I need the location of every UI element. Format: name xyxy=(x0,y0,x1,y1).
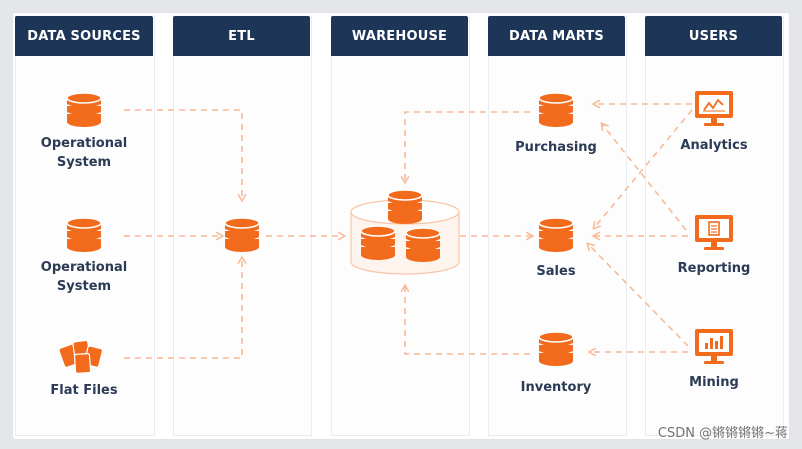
database-icon xyxy=(224,217,260,253)
database-icon xyxy=(538,217,574,253)
label-sales: Sales xyxy=(536,264,576,279)
files-icon xyxy=(59,339,104,374)
label-purchasing: Purchasing xyxy=(515,140,597,155)
label-analytics: Analytics xyxy=(680,138,748,153)
arrow-reporting-to-purchasing xyxy=(600,122,687,231)
database-icon xyxy=(66,92,102,128)
header-data-marts: DATA MARTS xyxy=(488,16,625,56)
monitor-bar-chart-icon xyxy=(695,329,733,364)
header-etl: ETL xyxy=(173,16,310,56)
header-data-sources: DATA SOURCES xyxy=(15,16,153,56)
database-icon xyxy=(538,92,574,128)
label-inventory: Inventory xyxy=(520,380,592,395)
arrow-mining-to-sales xyxy=(586,242,689,347)
arrow-flatfiles-to-etl xyxy=(124,255,247,359)
arrow-source1-to-etl xyxy=(124,109,247,203)
database-icon xyxy=(66,217,102,253)
label-operational-system-2: Operational System xyxy=(40,260,128,294)
label-operational-system-1: Operational System xyxy=(40,136,128,170)
watermark: CSDN @锵锵锵锵~蒋 xyxy=(657,426,788,441)
label-reporting: Reporting xyxy=(677,261,751,276)
database-icon xyxy=(538,331,574,367)
header-warehouse: WAREHOUSE xyxy=(331,16,468,56)
arrow-inventory-to-warehouse xyxy=(400,283,530,355)
header-users: USERS xyxy=(645,16,782,56)
label-mining: Mining xyxy=(689,375,739,390)
label-flat-files: Flat Files xyxy=(50,383,118,398)
database-icon xyxy=(360,225,396,261)
arrow-analytics-to-sales xyxy=(592,109,693,230)
arrow-purchasing-to-warehouse xyxy=(400,111,530,185)
monitor-line-chart-icon xyxy=(695,91,733,126)
database-icon xyxy=(387,189,423,225)
monitor-document-icon xyxy=(695,215,733,250)
database-icon xyxy=(405,227,441,263)
